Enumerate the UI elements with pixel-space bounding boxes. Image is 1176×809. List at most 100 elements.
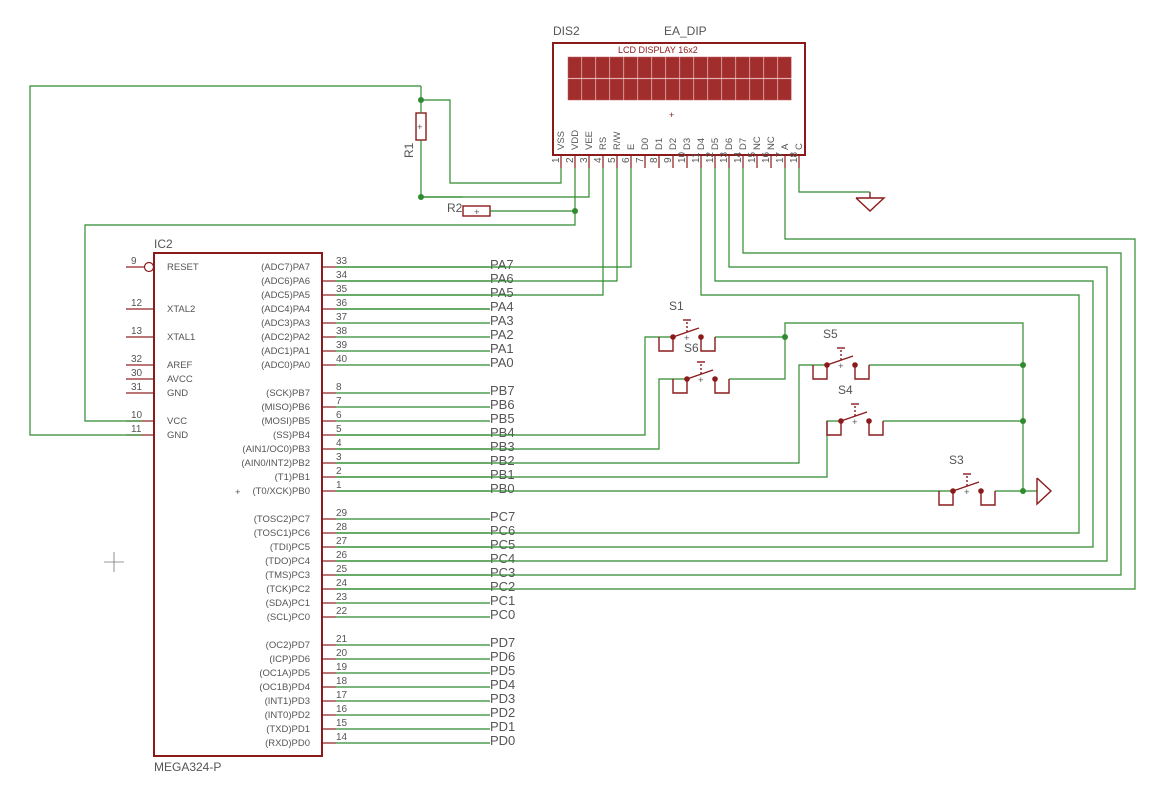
- mcu-pin-number: 11: [131, 424, 142, 435]
- mcu-pin-number: 28: [336, 522, 348, 533]
- mcu-body[interactable]: [153, 252, 323, 757]
- push-button-switch[interactable]: +S4: [826, 383, 884, 436]
- lcd-pin[interactable]: A17: [775, 143, 791, 168]
- mcu-pin-name: GND: [167, 388, 188, 399]
- wire-s5-left: [336, 364, 827, 464]
- push-button-switch[interactable]: +S1: [658, 299, 716, 352]
- lcd-pin[interactable]: D18: [649, 138, 665, 168]
- mcu-pin-name: (ADC2)PA2: [261, 332, 310, 343]
- push-button-switch[interactable]: +S3: [938, 453, 996, 506]
- lcd-pin[interactable]: C18: [789, 143, 805, 168]
- lcd-pin-number: 8: [649, 157, 660, 163]
- mcu-pin-number: 10: [131, 410, 143, 421]
- switches: +S1+S6 +S5+S4 +S3: [658, 299, 996, 506]
- mcu-pin-name: (TOSC2)PC7: [254, 514, 310, 525]
- lcd-pin-name: RS: [598, 137, 609, 150]
- lcd-ref: DIS2: [553, 24, 580, 38]
- mcu-value: MEGA324-P: [154, 760, 221, 774]
- lcd-pin-name: A: [780, 143, 791, 150]
- lcd-pin[interactable]: D29: [663, 138, 679, 168]
- lcd-body[interactable]: [552, 42, 806, 156]
- lcd-pin-name: D7: [738, 138, 749, 150]
- lcd-character-cell: [693, 78, 708, 101]
- mcu-ref: IC2: [154, 237, 173, 251]
- lcd-pin-name: R/W: [612, 132, 623, 151]
- lcd-character-cell: [581, 78, 596, 101]
- lcd-display[interactable]: DIS2 EA_DIP LCD DISPLAY 16x2 + VSS1VDD2V…: [551, 24, 806, 169]
- mcu-pin-number: 8: [336, 382, 342, 393]
- wire-d4: [336, 168, 1080, 534]
- lcd-pin[interactable]: D07: [635, 138, 651, 168]
- mcu-pin-name: (TOSC1)PC6: [254, 528, 310, 539]
- mcu-pin-number: 18: [336, 676, 348, 687]
- lcd-pin-number: 10: [677, 151, 688, 163]
- lcd-pin-number: 15: [747, 151, 758, 163]
- resistor-r1[interactable]: + R1: [402, 112, 427, 158]
- mcu-pin-number: 17: [336, 690, 348, 701]
- junctions: [418, 97, 1026, 494]
- net-label: PC4: [490, 551, 515, 566]
- mcu-pin-name: (AIN1/OC0)PB3: [242, 444, 310, 455]
- mcu-pin-name: (ADC6)PA6: [261, 276, 310, 287]
- net-label: PC0: [490, 607, 515, 622]
- lcd-character-cell: [609, 78, 624, 101]
- resistor-r2[interactable]: + R2: [447, 201, 491, 218]
- push-button-switch[interactable]: +S6: [672, 341, 730, 394]
- mcu-left-pins: 9RESET12XTAL213XTAL132AREF30AVCC31GND10V…: [126, 256, 199, 441]
- net-label: PA5: [490, 285, 514, 300]
- wire-d6: [336, 168, 1108, 562]
- lcd-pin[interactable]: E6: [621, 144, 637, 168]
- lcd-character-cell: [721, 78, 736, 101]
- mcu-pin-number: 5: [336, 424, 342, 435]
- lcd-character-cell: [623, 56, 638, 79]
- net-label: PB4: [490, 425, 515, 440]
- mcu-pin-name: (SCL)PC0: [267, 612, 310, 623]
- lcd-pin[interactable]: R/W5: [607, 132, 623, 169]
- mcu-pin-name: (OC2)PD7: [266, 640, 310, 651]
- mcu-pin-number: 40: [336, 354, 348, 365]
- lcd-pin-name: C: [794, 143, 805, 150]
- lcd-pin-name: D0: [640, 138, 651, 150]
- push-button-switch[interactable]: +S5: [812, 327, 870, 380]
- net-label: PC5: [490, 537, 515, 552]
- mcu-pin-name: (ADC3)PA3: [261, 318, 310, 329]
- lcd-pin[interactable]: RS4: [593, 137, 609, 168]
